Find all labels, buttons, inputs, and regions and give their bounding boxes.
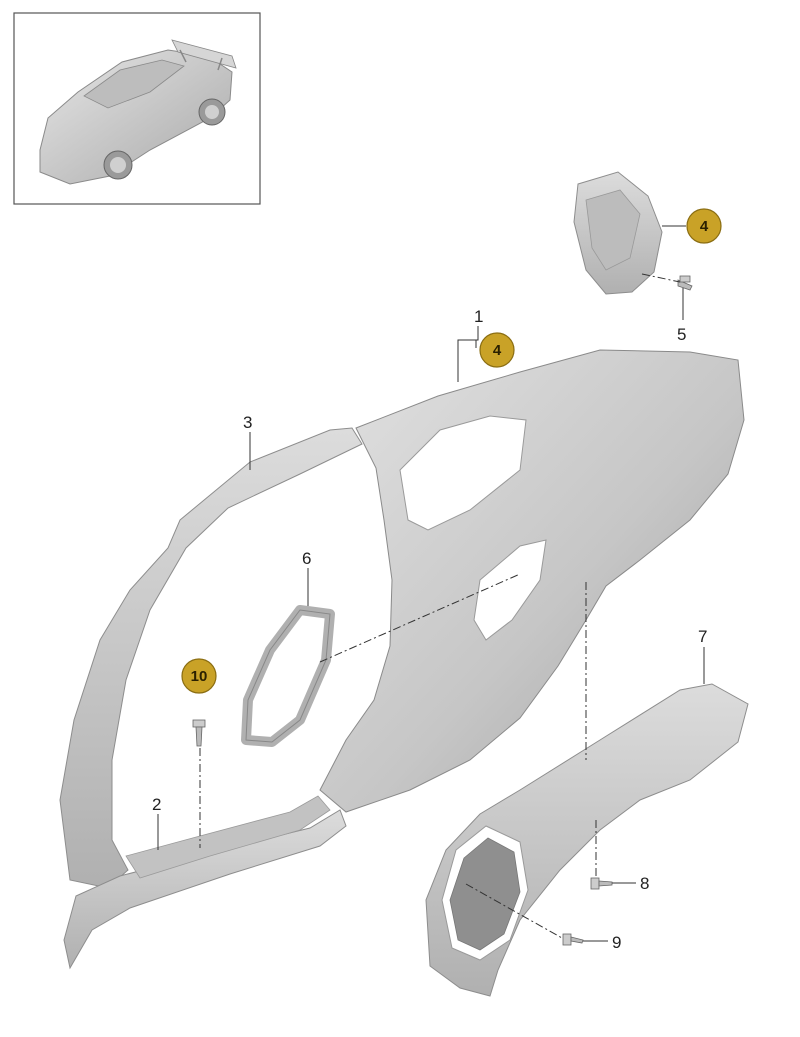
- vehicle-thumbnail: [13, 12, 261, 205]
- leader-lines: [157, 225, 705, 942]
- part-7-wheel-housing: [425, 683, 749, 997]
- part-6-seal: [241, 605, 335, 747]
- callout-7: 7: [698, 627, 707, 646]
- callout-8: 8: [640, 874, 649, 893]
- part-4-bracket: [573, 171, 663, 295]
- badge-4-panel: 4: [479, 332, 515, 368]
- car-illustration: [39, 39, 237, 185]
- callout-labels: 1 2 3 5 6 7 8 9: [152, 307, 707, 952]
- part-8-screw: [590, 877, 613, 890]
- callout-3: 3: [243, 413, 252, 432]
- callout-9: 9: [612, 933, 621, 952]
- badge-4-top: 4: [686, 208, 722, 244]
- badge-label: 4: [700, 218, 709, 235]
- part-5-screw: [677, 275, 693, 291]
- badge-circle: [686, 208, 722, 244]
- badge-label: 4: [493, 342, 502, 359]
- badge-circle: [479, 332, 515, 368]
- part-10-screw: [192, 719, 206, 747]
- badge-label: 10: [191, 668, 208, 685]
- part-3-pillar-frame: [59, 427, 363, 889]
- callout-5: 5: [677, 325, 686, 344]
- badge-10: 10: [181, 658, 217, 694]
- callout-2: 2: [152, 795, 161, 814]
- callout-1: 1: [474, 307, 483, 326]
- part-1-side-panel: [319, 349, 745, 813]
- assembly-lines: [199, 273, 681, 939]
- part-2-sill: [63, 795, 347, 970]
- part-9-screw: [562, 933, 584, 946]
- callout-6: 6: [302, 549, 311, 568]
- badge-circle: [181, 658, 217, 694]
